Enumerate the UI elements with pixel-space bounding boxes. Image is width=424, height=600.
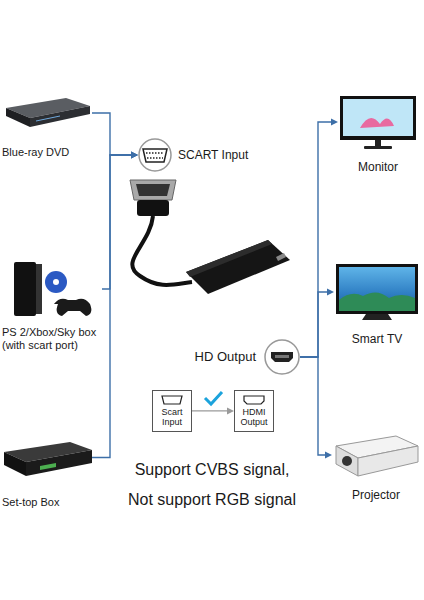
- hdmi-output-port: HD Output: [176, 339, 300, 375]
- source-device: PS 2/Xbox/Sky box (with scart port): [2, 258, 102, 352]
- node-label: Smart TV: [352, 332, 402, 346]
- game-console: [14, 262, 91, 316]
- smart-tv-picture: [336, 264, 418, 320]
- scart-small-icon: [162, 396, 182, 404]
- arrow-head: [131, 152, 138, 159]
- connector-line: [102, 155, 133, 289]
- arrow-head: [131, 152, 138, 159]
- connector-line: [300, 357, 327, 455]
- note-text: Support CVBS signal, Not support RGB sig…: [124, 455, 300, 515]
- display-device: Monitor: [338, 94, 418, 174]
- node-label: HD Output: [176, 349, 256, 365]
- connector: [92, 152, 138, 458]
- connector-line: [92, 113, 133, 155]
- node-label: PS 2/Xbox/Sky box (with scart port): [2, 326, 102, 352]
- arrow-head: [227, 407, 234, 414]
- connector: [300, 357, 332, 459]
- hdmi-output-box: HDMI Output: [234, 390, 274, 432]
- connector: [192, 407, 234, 414]
- hdmi-small-icon: [244, 396, 264, 404]
- node-label: Projector: [352, 488, 400, 502]
- node-label: Monitor: [358, 160, 398, 174]
- scart-input-box: Scart Input: [152, 390, 192, 432]
- check-mark: [205, 392, 222, 404]
- connector-line: [300, 292, 329, 357]
- scart-input-port: SCART Input: [138, 138, 248, 172]
- node-label: Set-top Box: [2, 496, 59, 509]
- node-label: SCART Input: [178, 148, 248, 162]
- connector: [92, 113, 138, 159]
- connector: [300, 119, 338, 358]
- node-label: Blue-ray DVD: [2, 146, 69, 159]
- display-device: Smart TV: [334, 262, 420, 346]
- hdmi-port-icon: [265, 340, 299, 374]
- source-device: Set-top Box: [2, 435, 92, 509]
- arrow-head: [331, 119, 338, 126]
- scart-port-icon: [139, 139, 171, 171]
- connector: [300, 289, 334, 358]
- source-device: Blue-ray DVD: [2, 88, 92, 159]
- scart-to-hdmi-adapter: [130, 180, 290, 294]
- display-device: Projector: [332, 430, 420, 502]
- monitor-picture: [340, 96, 416, 149]
- node-label: HDMI Output: [238, 408, 270, 428]
- connector-line: [192, 410, 229, 411]
- connector: [102, 152, 138, 290]
- connector-line: [300, 122, 333, 357]
- set-top-box: [4, 442, 92, 476]
- arrow-head: [325, 452, 332, 459]
- arrow-head: [131, 152, 138, 159]
- node-label: Scart Input: [156, 408, 188, 428]
- connector-line: [92, 155, 133, 458]
- arrow-head: [327, 289, 334, 296]
- projector-picture: [336, 436, 418, 476]
- bluray-player: [6, 98, 90, 127]
